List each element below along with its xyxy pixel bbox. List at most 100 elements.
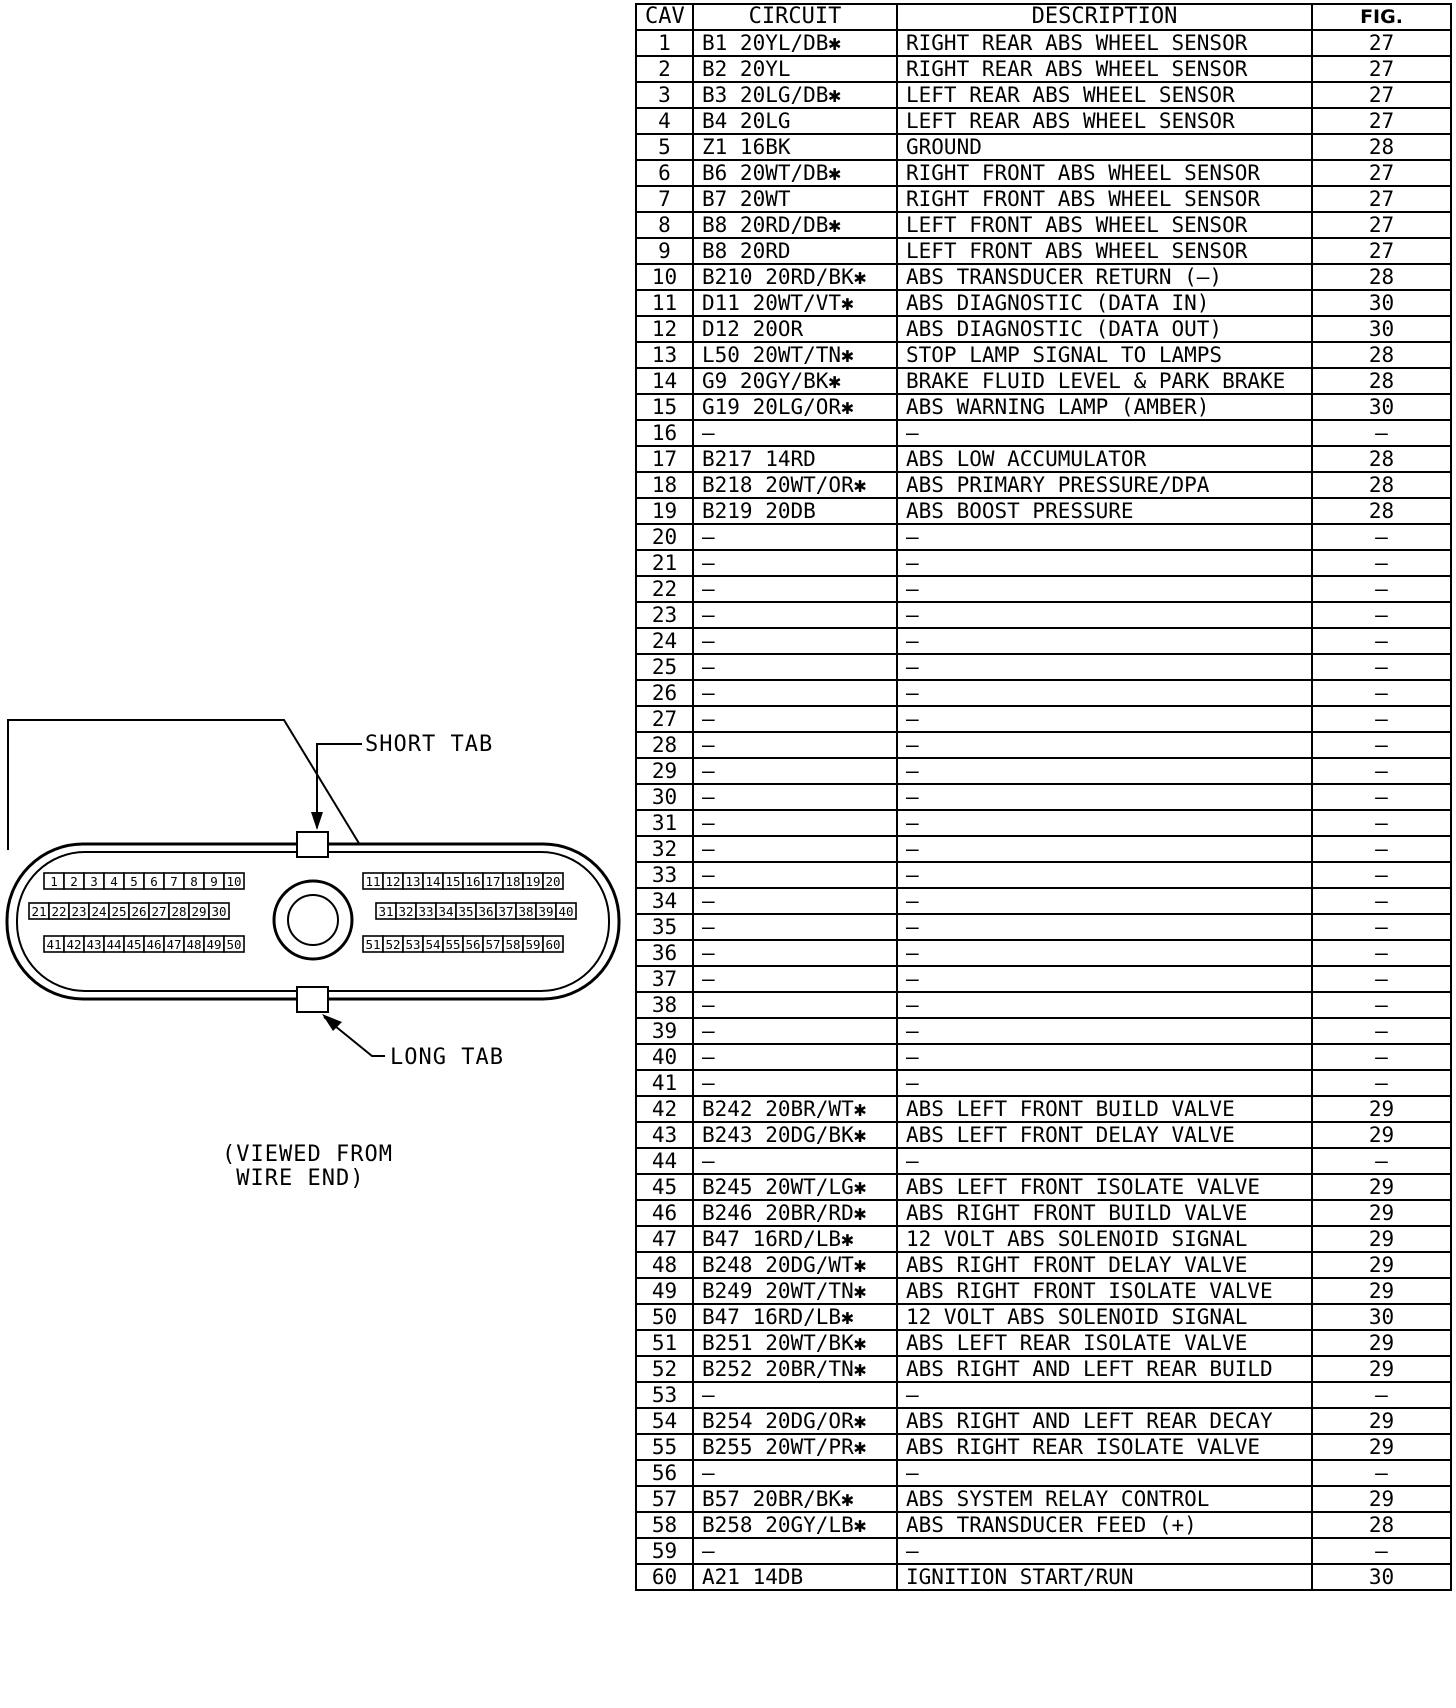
fig-cell: 29 — [1311, 1355, 1452, 1383]
circuit-cell: B251 20WT/BK✱ — [692, 1329, 898, 1357]
cav-cell: 22 — [635, 575, 694, 603]
description-cell: — — [896, 939, 1313, 967]
fig-cell: 30 — [1311, 1563, 1452, 1591]
description-cell: 12 VOLT ABS SOLENOID SIGNAL — [896, 1303, 1313, 1331]
cav-cell: 9 — [635, 237, 694, 265]
fig-cell: 27 — [1311, 81, 1452, 109]
cav-cell: 35 — [635, 913, 694, 941]
fig-cell: — — [1311, 835, 1452, 863]
pin-number: 45 — [126, 937, 141, 952]
pin-number: 34 — [438, 904, 453, 919]
description-cell: — — [896, 861, 1313, 889]
table-row: 39——— — [635, 1017, 1452, 1045]
cav-cell: 48 — [635, 1251, 694, 1279]
pin-number: 15 — [445, 874, 460, 889]
cav-cell: 43 — [635, 1121, 694, 1149]
table-row: 30——— — [635, 783, 1452, 811]
table-row: 59——— — [635, 1537, 1452, 1565]
fig-cell: — — [1311, 601, 1452, 629]
description-cell: ABS BOOST PRESSURE — [896, 497, 1313, 525]
cav-cell: 39 — [635, 1017, 694, 1045]
fig-cell: — — [1311, 861, 1452, 889]
cav-cell: 37 — [635, 965, 694, 993]
table-row: 53——— — [635, 1381, 1452, 1409]
circuit-cell: A21 14DB — [692, 1563, 898, 1591]
pin-number: 38 — [518, 904, 533, 919]
description-cell: ABS RIGHT AND LEFT REAR DECAY — [896, 1407, 1313, 1435]
table-row: 26——— — [635, 679, 1452, 707]
cav-cell: 29 — [635, 757, 694, 785]
pin-number: 5 — [130, 874, 138, 889]
cav-cell: 17 — [635, 445, 694, 473]
circuit-cell: — — [692, 965, 898, 993]
cav-cell: 27 — [635, 705, 694, 733]
pin-number: 37 — [498, 904, 513, 919]
circuit-cell: B252 20BR/TN✱ — [692, 1355, 898, 1383]
pin-number: 43 — [86, 937, 101, 952]
pin-number: 23 — [71, 904, 86, 919]
pin-number: 44 — [106, 937, 121, 952]
description-cell: — — [896, 965, 1313, 993]
description-cell: RIGHT FRONT ABS WHEEL SENSOR — [896, 185, 1313, 213]
pin-number: 22 — [51, 904, 66, 919]
fig-cell: 29 — [1311, 1121, 1452, 1149]
circuit-cell: B217 14RD — [692, 445, 898, 473]
table-row: 31——— — [635, 809, 1452, 837]
long-tab-label: LONG TAB — [390, 1045, 504, 1070]
pin-number: 21 — [31, 904, 46, 919]
table-row: 21——— — [635, 549, 1452, 577]
circuit-cell: — — [692, 1459, 898, 1487]
table-row: 33——— — [635, 861, 1452, 889]
fig-cell: 28 — [1311, 263, 1452, 291]
fig-cell: 28 — [1311, 445, 1452, 473]
description-cell: — — [896, 523, 1313, 551]
circuit-cell: G9 20GY/BK✱ — [692, 367, 898, 395]
fig-cell: — — [1311, 679, 1452, 707]
description-cell: — — [896, 887, 1313, 915]
pin-number: 51 — [365, 937, 380, 952]
circuit-cell: L50 20WT/TN✱ — [692, 341, 898, 369]
table-row: 37——— — [635, 965, 1452, 993]
pin-number: 16 — [465, 874, 480, 889]
description-cell: — — [896, 809, 1313, 837]
cav-cell: 28 — [635, 731, 694, 759]
fig-cell: 29 — [1311, 1199, 1452, 1227]
table-row: 24——— — [635, 627, 1452, 655]
fig-cell: 29 — [1311, 1095, 1452, 1123]
pin-number: 13 — [405, 874, 420, 889]
circuit-cell: — — [692, 575, 898, 603]
fig-cell: — — [1311, 965, 1452, 993]
pin-number: 50 — [226, 937, 241, 952]
fig-cell: 27 — [1311, 211, 1452, 239]
circuit-cell: — — [692, 627, 898, 655]
cav-cell: 33 — [635, 861, 694, 889]
description-cell: — — [896, 575, 1313, 603]
fig-cell: — — [1311, 1381, 1452, 1409]
cav-cell: 6 — [635, 159, 694, 187]
circuit-cell: — — [692, 1069, 898, 1097]
description-cell: ABS WARNING LAMP (AMBER) — [896, 393, 1313, 421]
table-row: 56——— — [635, 1459, 1452, 1487]
cav-cell: 53 — [635, 1381, 694, 1409]
pin-number: 53 — [405, 937, 420, 952]
pin-number: 3 — [90, 874, 98, 889]
pin-number: 9 — [210, 874, 218, 889]
pin-cell — [555, 902, 577, 920]
pin-number: 8 — [190, 874, 198, 889]
fig-cell: 27 — [1311, 29, 1452, 57]
fig-cell: 29 — [1311, 1173, 1452, 1201]
header-cav: CAV — [635, 3, 694, 31]
fig-cell: 29 — [1311, 1407, 1452, 1435]
view-note: (VIEWED FROM WIRE END) — [222, 1142, 393, 1191]
fig-cell: — — [1311, 809, 1452, 837]
cav-cell: 47 — [635, 1225, 694, 1253]
table-header-row: CAV CIRCUIT DESCRIPTION FIG. — [635, 3, 1452, 31]
pin-cell — [223, 935, 245, 953]
fig-cell: 29 — [1311, 1485, 1452, 1513]
